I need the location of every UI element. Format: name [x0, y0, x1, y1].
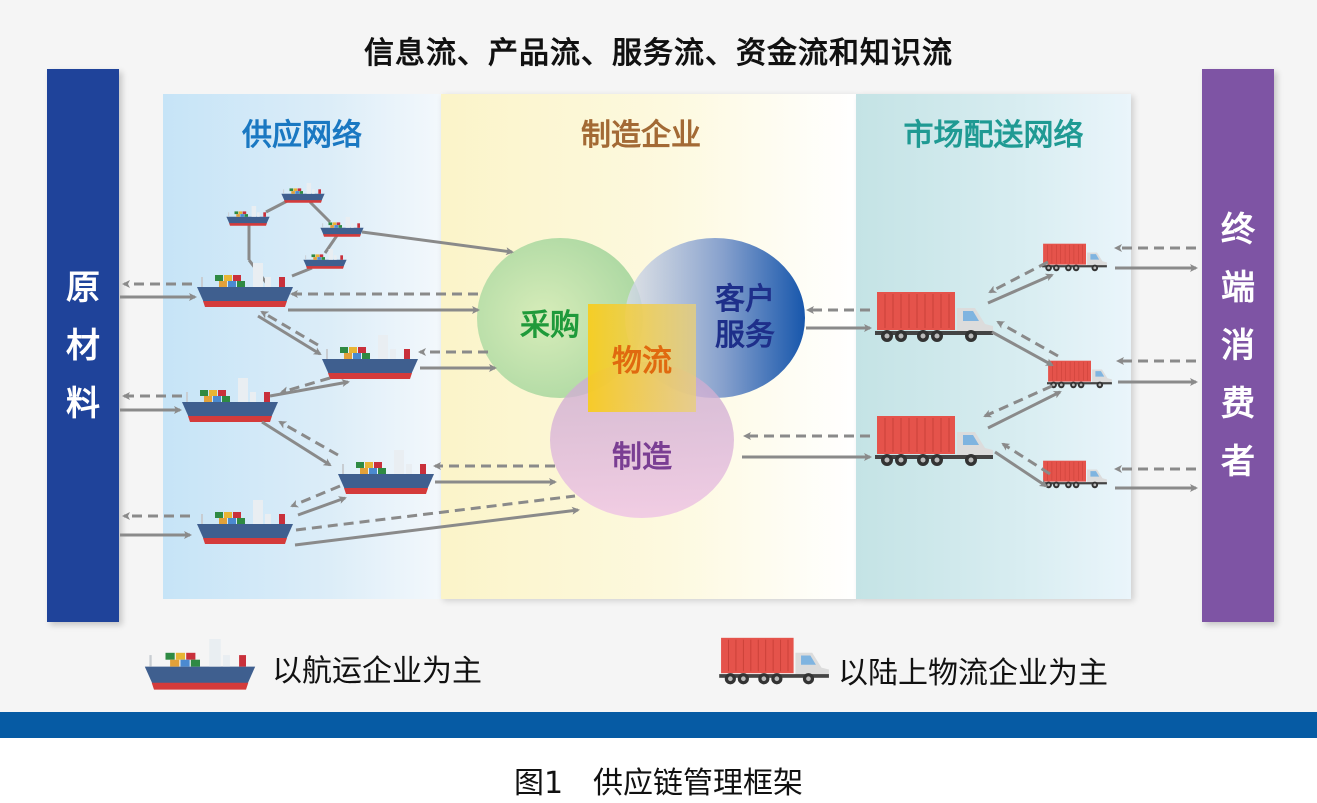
- market-distribution-title: 市场配送网络: [903, 118, 1084, 153]
- truck-small: [1041, 460, 1108, 489]
- legend-ship-label: 以航运企业为主: [272, 654, 482, 689]
- logistics-square: [588, 304, 696, 412]
- ship-large: [338, 450, 434, 494]
- truck-large: [874, 291, 994, 343]
- ship-small: [281, 183, 325, 203]
- container-truck-icon: [718, 637, 830, 685]
- customer-service-line: 服务: [715, 318, 775, 353]
- end-consumer-bar: 终 端 消 费 者: [1202, 69, 1274, 622]
- end-consumer-char: 端: [1221, 267, 1255, 308]
- truck-small: [1046, 360, 1113, 389]
- raw-materials-char: 原: [66, 267, 100, 308]
- raw-materials-char: 材: [66, 325, 100, 366]
- figure-caption: 图1 供应链管理框架: [513, 766, 804, 801]
- manufacturing-enterprise-title: 制造企业: [581, 118, 701, 153]
- caption-area: [0, 738, 1317, 803]
- end-consumer-char: 消: [1221, 325, 1255, 366]
- ship-large: [322, 335, 418, 379]
- customer-service-label: 客户 服务: [700, 282, 790, 354]
- ship-large: [182, 378, 278, 422]
- end-consumer-char: 费: [1221, 383, 1255, 424]
- diagram-title: 信息流、产品流、服务流、资金流和知识流: [364, 36, 953, 71]
- end-consumer-char: 者: [1221, 441, 1255, 482]
- ship-small: [226, 206, 270, 226]
- procurement-label: 采购: [520, 308, 580, 343]
- legend-truck-label: 以陆上物流企业为主: [838, 656, 1108, 691]
- raw-materials-bar: 原 材 料: [47, 69, 119, 622]
- raw-materials-char: 料: [66, 383, 100, 424]
- truck-large: [874, 415, 994, 467]
- end-consumer-char: 终: [1221, 209, 1255, 250]
- dashed-feedback-arrows: [122, 244, 1196, 532]
- logistics-label: 物流: [612, 344, 672, 379]
- market-distribution-panel: [856, 94, 1131, 599]
- manufacturing-label: 制造: [612, 440, 672, 475]
- solid-flow-arrows: [120, 230, 1198, 547]
- footer-band: [0, 712, 1317, 738]
- ship-large: [197, 500, 293, 544]
- customer-service-line: 客户: [715, 282, 775, 317]
- supply-network-title: 供应网络: [242, 118, 362, 153]
- truck-small: [1041, 243, 1108, 272]
- cargo-ship-icon: [144, 639, 256, 690]
- ship-large: [197, 263, 293, 307]
